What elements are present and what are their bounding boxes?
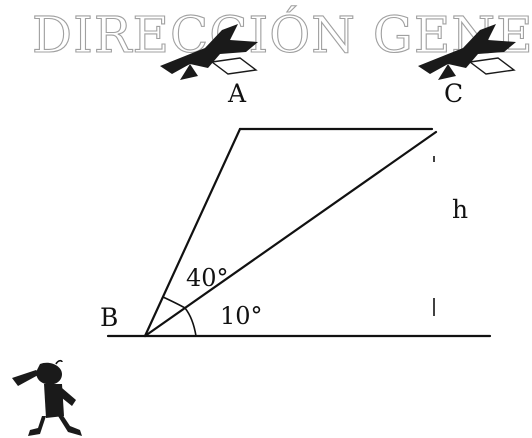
line-of-sight-ba [143, 127, 242, 338]
angle-arc-lower [184, 307, 197, 337]
label-b: B [100, 303, 118, 332]
line-of-sight-bc [143, 130, 438, 338]
label-h: h [452, 195, 468, 224]
airplane-c-icon [418, 24, 516, 80]
airplane-a-icon [160, 24, 258, 80]
angle-label-40: 40° [186, 264, 229, 292]
angle-arc-upper [162, 296, 186, 309]
angle-label-10: 10° [220, 302, 263, 330]
observer-figure-icon [12, 359, 82, 436]
label-c: C [444, 79, 463, 108]
label-a: A [227, 79, 247, 108]
